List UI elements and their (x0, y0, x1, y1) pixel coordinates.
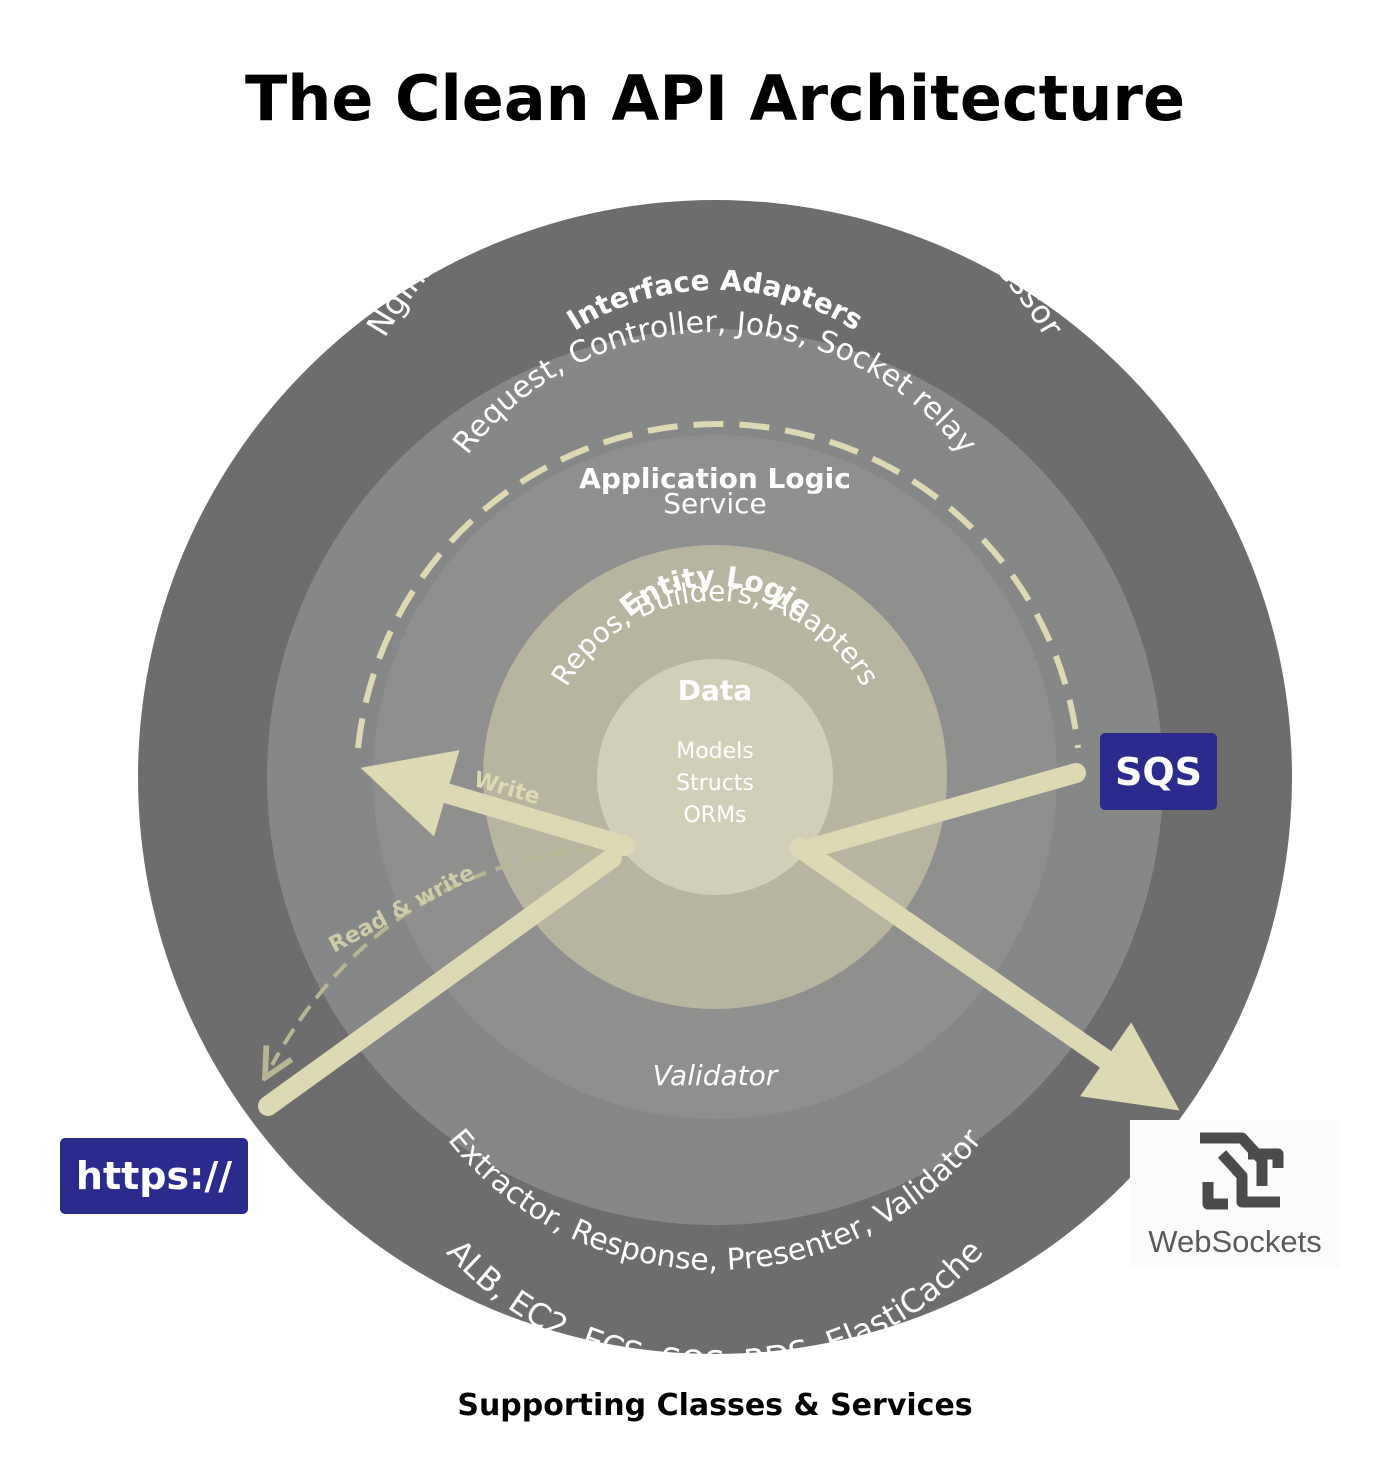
websockets-arrow (790, 838, 1180, 1111)
data-item-models: Models (676, 739, 754, 764)
websockets-label: WebSockets (1148, 1224, 1322, 1259)
application-heading: Application Logic (579, 462, 851, 495)
sqs-arrow (802, 763, 1086, 858)
ring-data (597, 659, 833, 895)
footer-caption: Supporting Classes & Services (457, 1388, 973, 1423)
read-write-flow (272, 846, 596, 1065)
data-heading: Data (678, 674, 752, 707)
data-item-orms: ORMs (683, 803, 746, 828)
write-arrow (360, 750, 635, 856)
data-item-structs: Structs (676, 771, 754, 796)
https-arrow (258, 848, 622, 1116)
websockets-icon (1200, 1132, 1284, 1210)
dashed-flow-arc (355, 421, 1081, 749)
sqs-badge: SQS (1100, 733, 1217, 810)
https-badge: https:// (60, 1138, 248, 1214)
websockets-logo: WebSockets (1130, 1120, 1340, 1268)
application-bottom-detail: Validator (653, 1059, 779, 1092)
page-title: The Clean API Architecture (244, 62, 1186, 135)
application-top-detail: Service (663, 487, 766, 520)
